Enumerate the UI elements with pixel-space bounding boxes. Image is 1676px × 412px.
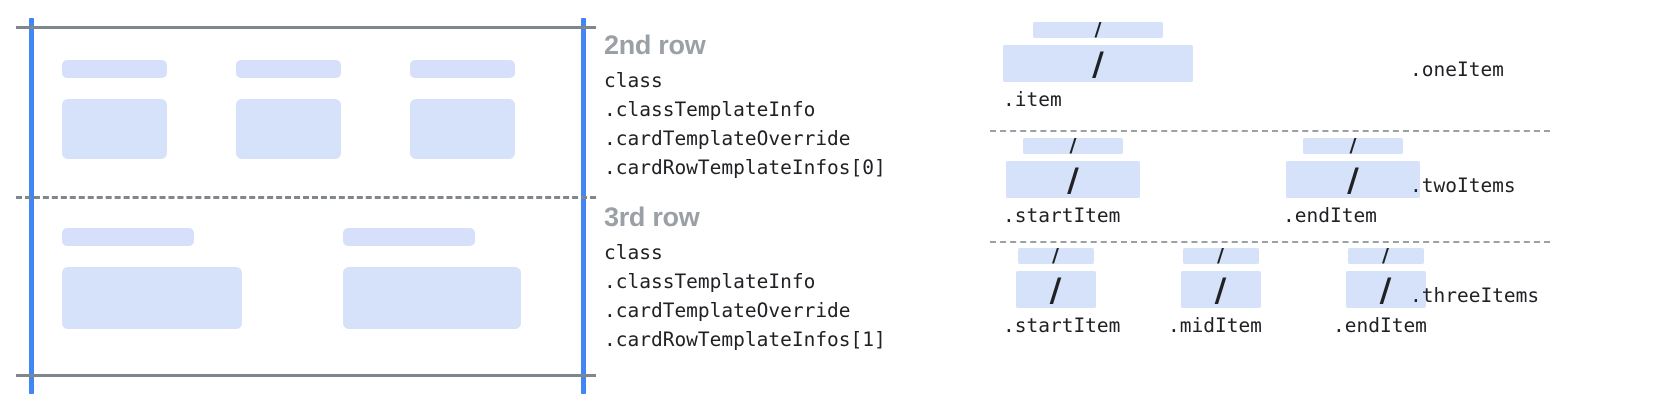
row-title: 3rd row [604,202,700,232]
item-variant-panel: / / .item .oneItem / / [985,0,1676,412]
slash-icon: / [1379,271,1392,308]
variant-one-item: / / .item .oneItem [985,22,1676,132]
row-descriptor-3rd-row: 3rd row class .classTemplateInfo .cardTe… [604,200,886,354]
variant-label: .threeItems [1410,284,1540,307]
item-slot: / / .startItem [1003,248,1120,338]
item-slot-label: .endItem [1283,204,1377,227]
variant-separator [990,130,1550,132]
item-slot: / / .endItem [1283,138,1423,228]
item-slot: / / .endItem [1333,248,1438,338]
skeleton-column [62,60,214,159]
slash-icon: / [1347,161,1359,198]
code-line: .classTemplateInfo [604,270,816,293]
item-slot-label: .startItem [1003,204,1121,227]
item-slot: / / .midItem [1168,248,1273,338]
skeleton-label-bar [62,60,167,78]
slash-icon: / [1214,271,1227,308]
item-slot-label: .startItem [1003,314,1121,337]
slash-icon: / [1069,138,1077,154]
skeleton-column [410,60,562,159]
slash-icon: / [1067,161,1079,198]
slash-icon: / [1052,248,1059,264]
item-slot-list: / / .startItem / / .midItem [1003,248,1438,338]
item-slot-value-card: / [1015,271,1096,308]
slash-icon: / [1049,271,1062,308]
skeleton-value-card [410,99,515,159]
guide-line-right-vertical [581,18,586,394]
code-line: .classTemplateInfo [604,98,816,121]
skeleton-row-group-3rd [62,228,562,329]
guide-line-bottom-horizontal [16,374,596,377]
item-slot-label-bar: / [1023,138,1123,154]
guide-line-top-horizontal [16,26,596,29]
slash-icon: / [1349,138,1357,154]
code-line: .cardTemplateOverride [604,127,851,150]
variant-three-items: / / .startItem / / .midItem [985,248,1676,358]
code-line: class [604,69,663,92]
skeleton-column [236,60,388,159]
skeleton-label-bar [410,60,515,78]
code-line: .cardTemplateOverride [604,299,851,322]
card-preview-panel [0,0,596,412]
item-slot-value-card: / [1003,45,1193,82]
guide-line-left-vertical [29,18,34,394]
skeleton-label-bar [236,60,341,78]
item-slot: / / .item [1003,22,1193,112]
code-line: .cardRowTemplateInfos[0] [604,156,886,179]
row-descriptor-2nd-row: 2nd row class .classTemplateInfo .cardTe… [604,28,886,182]
item-slot: / / .startItem [1003,138,1143,228]
item-slot-label: .midItem [1168,314,1262,337]
row-title: 2nd row [604,30,706,60]
skeleton-value-card [62,99,167,159]
skeleton-value-card [62,267,242,329]
variant-label: .oneItem [1410,58,1504,81]
skeleton-column [343,228,562,329]
item-slot-label-bar: / [1033,22,1163,38]
item-slot-value-card: / [1180,271,1261,308]
slash-icon: / [1092,45,1104,82]
skeleton-label-bar [62,228,194,246]
slash-icon: / [1217,248,1224,264]
item-slot-value-card: / [1006,161,1140,198]
skeleton-row-group-2nd [62,60,562,159]
code-line: .cardRowTemplateInfos[1] [604,328,886,351]
item-slot-label-bar: / [1303,138,1403,154]
item-slot-value-card: / [1286,161,1420,198]
item-slot-value-card: / [1345,271,1426,308]
item-slot-label: .endItem [1333,314,1427,337]
variant-two-items: / / .startItem / / .endItem [985,138,1676,248]
item-slot-label: .item [1003,88,1062,111]
slash-icon: / [1382,248,1389,264]
skeleton-column [62,228,281,329]
item-slot-list: / / .item [1003,22,1193,112]
item-slot-list: / / .startItem / / .endItem [1003,138,1423,228]
row-descriptor-panel: 2nd row class .classTemplateInfo .cardTe… [604,0,964,412]
variant-separator [990,241,1550,243]
item-slot-label-bar: / [1017,248,1094,264]
skeleton-label-bar [343,228,475,246]
skeleton-value-card [343,267,521,329]
item-slot-label-bar: / [1347,248,1424,264]
code-line: class [604,241,663,264]
slash-icon: / [1094,22,1102,38]
guide-line-row-divider [16,196,596,199]
variant-label: .twoItems [1410,174,1516,197]
skeleton-value-card [236,99,341,159]
item-slot-label-bar: / [1182,248,1259,264]
